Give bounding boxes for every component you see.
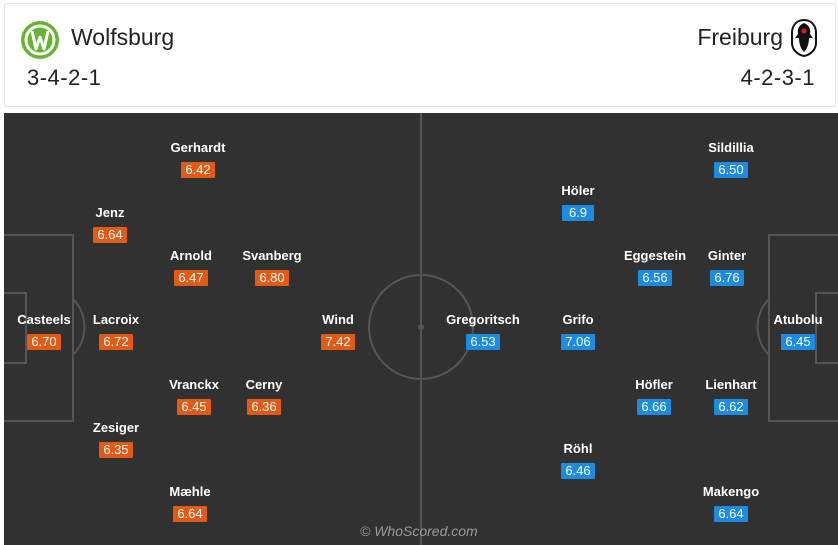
player-name: Casteels [17,312,71,327]
pitch-lines [4,113,838,545]
home-formation: 3-4-2-1 [27,65,102,90]
pitch: Gerhardt 6.42 Jenz 6.64 Arnold 6.47 Svan… [4,113,838,545]
player-rating: 6.9 [562,205,594,221]
player-name: Cerny [245,377,283,392]
away-player[interactable]: Sildillia 6.50 [698,140,764,179]
player-name: Makengo [702,484,760,499]
player-rating: 6.76 [710,270,744,286]
freiburg-crest-icon [791,19,817,57]
player-name: Sildillia [708,140,754,155]
home-player[interactable]: Gerhardt 6.42 [168,140,228,179]
home-player[interactable]: Cerny 6.36 [240,377,288,416]
away-player[interactable]: Gregoritsch 6.53 [444,312,522,351]
player-rating: 7.42 [321,334,355,350]
player-rating: 6.35 [99,442,133,458]
player-name: Ginter [707,248,747,263]
player-name: Gregoritsch [446,312,520,327]
away-player[interactable]: Höfler 6.66 [626,377,682,416]
player-name: Vranckx [169,377,219,392]
player-rating: 6.66 [637,399,671,415]
player-name: Röhl [563,441,593,456]
player-rating: 6.64 [173,506,207,522]
home-player[interactable]: Arnold 6.47 [164,248,218,287]
home-player[interactable]: Zesiger 6.35 [86,420,146,459]
away-player[interactable]: Höler 6.9 [556,183,600,222]
match-header: Wolfsburg 3-4-2-1 Freiburg 4-2-3-1 [4,3,836,107]
player-name: Zesiger [92,420,140,435]
away-player[interactable]: Lienhart 6.62 [698,377,764,416]
player-name: Jenz [95,205,125,220]
away-player[interactable]: Atubolu 6.45 [770,312,826,351]
player-name: Arnold [170,248,212,263]
player-rating: 6.42 [181,162,215,178]
player-name: Grifo [562,312,594,327]
away-team-name: Freiburg [697,24,783,50]
player-rating: 6.70 [27,334,61,350]
away-player[interactable]: Makengo 6.64 [694,484,768,523]
player-rating: 7.06 [561,334,595,350]
player-name: Lacroix [92,312,140,327]
player-name: Höler [561,183,595,198]
home-player[interactable]: Wind 7.42 [314,312,362,351]
player-name: Eggestein [623,248,687,263]
away-player[interactable]: Grifo 7.06 [556,312,600,351]
player-rating: 6.64 [714,506,748,522]
home-player[interactable]: Mæhle 6.64 [164,484,216,523]
away-player[interactable]: Röhl 6.46 [556,441,600,480]
player-name: Wind [322,312,354,327]
home-player[interactable]: Casteels 6.70 [14,312,74,351]
player-name: Atubolu [773,312,823,327]
player-name: Höfler [635,377,673,392]
player-rating: 6.45 [177,399,211,415]
away-player[interactable]: Eggestein 6.56 [607,248,703,287]
away-player[interactable]: Ginter 6.76 [700,248,754,287]
wolfsburg-crest-icon [21,21,59,59]
home-player[interactable]: Svanberg 6.80 [240,248,304,287]
home-player[interactable]: Lacroix 6.72 [86,312,146,351]
player-rating: 6.80 [255,270,289,286]
player-rating: 6.36 [247,399,281,415]
player-rating: 6.46 [561,463,595,479]
whoscored-watermark: © WhoScored.com [360,523,478,539]
home-player[interactable]: Vranckx 6.45 [164,377,224,416]
player-rating: 6.53 [466,334,500,350]
player-rating: 6.56 [638,270,672,286]
player-rating: 6.72 [99,334,133,350]
player-name: Gerhardt [170,140,226,155]
player-name: Lienhart [705,377,757,392]
player-rating: 6.64 [93,227,127,243]
player-name: Mæhle [169,484,211,499]
home-player[interactable]: Jenz 6.64 [88,205,132,244]
player-name: Svanberg [242,248,302,263]
player-rating: 6.62 [714,399,748,415]
player-rating: 6.50 [714,162,748,178]
home-team-name: Wolfsburg [71,24,175,50]
player-rating: 6.47 [174,270,208,286]
away-formation: 4-2-3-1 [740,65,815,90]
player-rating: 6.45 [781,334,815,350]
